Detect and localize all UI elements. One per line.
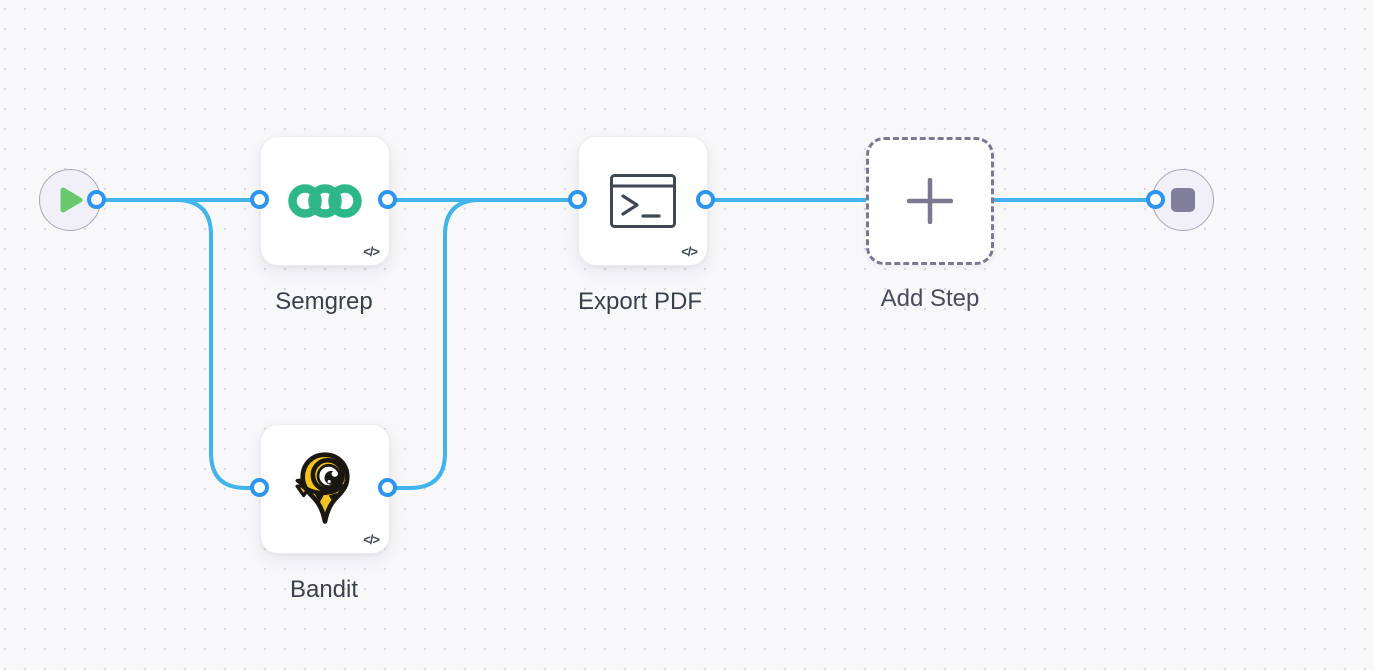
code-badge-icon: </>: [363, 244, 380, 259]
semgrep-logo: [288, 184, 362, 218]
port-semgrep-in[interactable]: [250, 190, 269, 209]
port-export-pdf-in[interactable]: [568, 190, 587, 209]
play-icon: [60, 187, 83, 213]
plus-icon: [907, 178, 953, 224]
edge-bandit-exportpdf[interactable]: [386, 198, 580, 490]
port-bandit-in[interactable]: [250, 478, 269, 497]
port-bandit-out[interactable]: [378, 478, 397, 497]
port-start-out[interactable]: [87, 190, 106, 209]
bandit-logo: [295, 452, 350, 524]
node-bandit[interactable]: </>: [260, 424, 390, 554]
node-export-pdf[interactable]: </>: [578, 136, 708, 266]
edge-start-bandit[interactable]: [95, 198, 262, 490]
node-label-semgrep: Semgrep: [275, 288, 373, 315]
port-end-in[interactable]: [1146, 190, 1165, 209]
stop-icon: [1171, 188, 1195, 212]
node-label-add-step: Add Step: [880, 285, 980, 312]
port-semgrep-out[interactable]: [378, 190, 397, 209]
code-badge-icon: </>: [681, 244, 698, 259]
port-export-pdf-out[interactable]: [696, 190, 715, 209]
code-badge-icon: </>: [363, 532, 380, 547]
node-add-step[interactable]: [866, 137, 994, 265]
terminal-icon: [610, 174, 676, 228]
node-label-bandit: Bandit: [289, 576, 359, 603]
node-semgrep[interactable]: </>: [260, 136, 390, 266]
node-label-export-pdf: Export PDF: [577, 288, 703, 315]
